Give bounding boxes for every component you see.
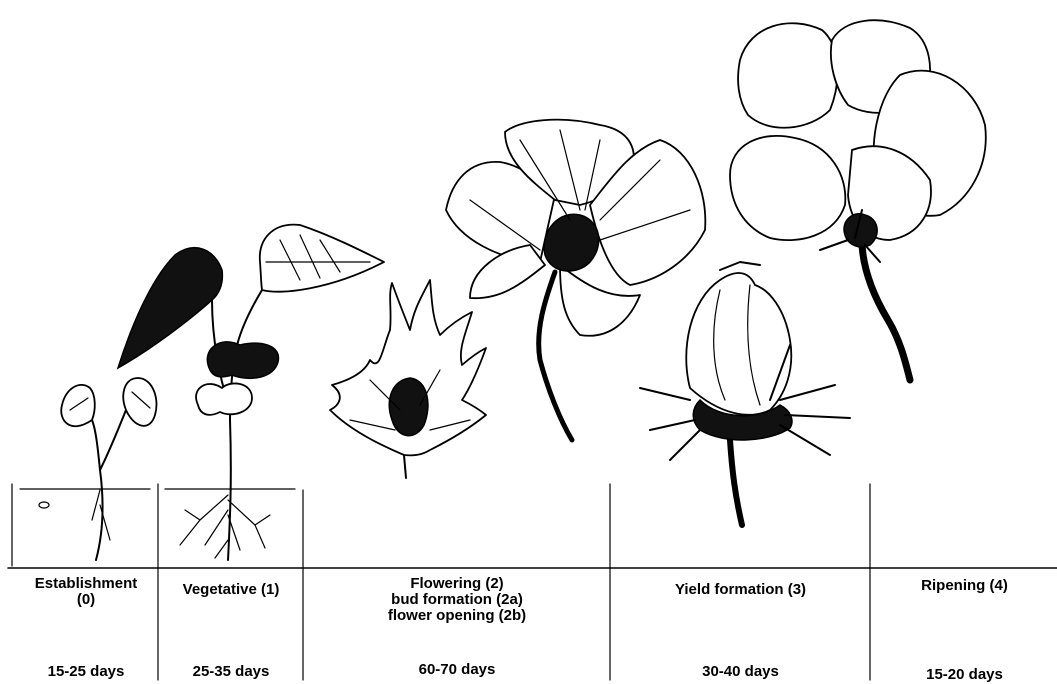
seedling-icon [39,378,156,560]
open-flower-icon [446,120,705,440]
stage-substage: bud formation (2a) [305,592,609,608]
stage-name: Establishment [14,576,158,592]
stage-name: Yield formation (3) [612,582,869,598]
stage-flowering-duration: 60-70 days [305,661,609,678]
stage-flowering-label: Flowering (2) bud formation (2a) flower … [305,576,609,624]
stage-code: (0) [14,592,158,608]
stage-vegetative-duration: 25-35 days [160,663,302,680]
stage-ripening-duration: 15-20 days [872,666,1057,683]
stage-establishment-duration: 15-25 days [14,663,158,680]
stage-name: Vegetative (1) [160,582,302,598]
green-boll-icon [640,262,850,525]
stage-vegetative-label: Vegetative (1) [160,582,302,598]
flower-bud-icon [330,280,486,478]
stage-establishment-label: Establishment (0) [14,576,158,608]
stage-name: Ripening (4) [872,578,1057,594]
stage-name: Flowering (2) [305,576,609,592]
stage-substage: flower opening (2b) [305,608,609,624]
stage-yield-label: Yield formation (3) [612,582,869,598]
stage-yield-duration: 30-40 days [612,663,869,680]
stage-ripening-label: Ripening (4) [872,578,1057,594]
